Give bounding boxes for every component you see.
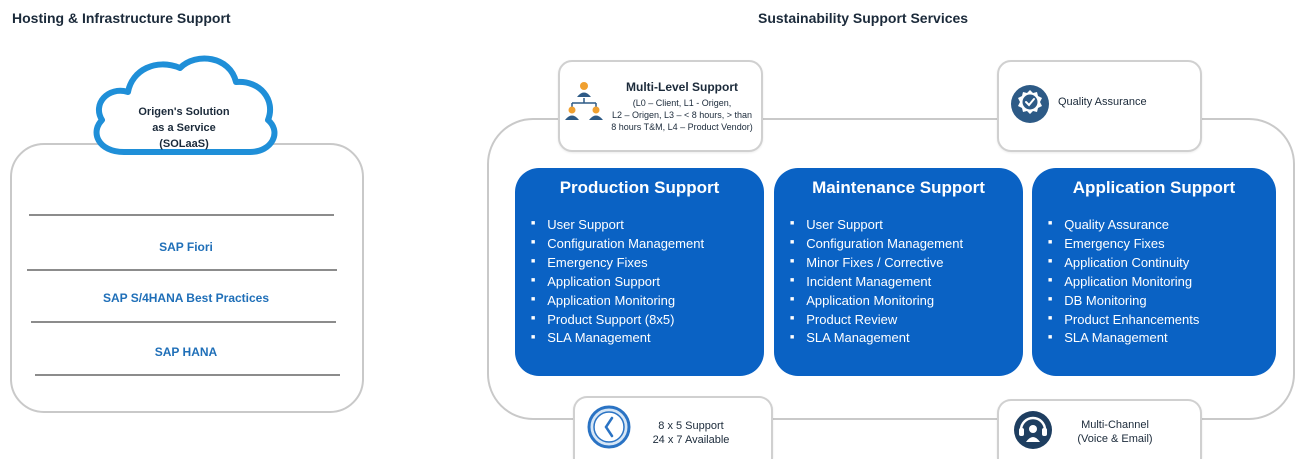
list-item: SLA Management: [531, 329, 764, 348]
hosting-stack-container: [10, 143, 364, 413]
hours-support-text: 8 x 5 Support 24 x 7 Available: [636, 419, 746, 447]
list-item: Configuration Management: [531, 235, 764, 254]
quality-badge-icon: [1011, 85, 1049, 123]
sustainability-section-title: Sustainability Support Services: [758, 10, 969, 26]
cloud-line-1: Origen's Solution: [138, 106, 230, 118]
list-item: Application Monitoring: [1048, 273, 1276, 292]
maintenance-support-title: Maintenance Support: [812, 178, 985, 197]
layer-sap-s4hana: SAP S/4HANA Best Practices: [102, 291, 270, 305]
maintenance-support-list: User Support Configuration Management Mi…: [774, 216, 1023, 348]
application-support-box: Application Support Quality Assurance Em…: [1032, 168, 1276, 376]
cloud-icon: [93, 55, 278, 155]
list-item: Application Continuity: [1048, 254, 1276, 273]
list-item: SLA Management: [1048, 329, 1276, 348]
list-item: Application Monitoring: [790, 292, 1023, 311]
channel-line-2: (Voice & Email): [1077, 433, 1153, 445]
quality-assurance-label: Quality Assurance: [1058, 96, 1147, 108]
hosting-section-title: Hosting & Infrastructure Support: [12, 10, 231, 26]
production-support-title: Production Support: [559, 178, 720, 197]
list-item: User Support: [790, 216, 1023, 235]
list-item: Application Monitoring: [531, 292, 764, 311]
multi-level-line-3: 8 hours T&M, L4 – Product Vendor): [611, 122, 753, 132]
multi-level-line-2: L2 – Origen, L3 – < 8 hours, > than: [611, 110, 753, 120]
multi-level-support-details: (L0 – Client, L1 - Origen, L2 – Origen, …: [598, 97, 766, 133]
multi-channel-card: [997, 399, 1202, 459]
multi-level-support-card: [558, 60, 763, 152]
support-agent-icon: [1014, 411, 1052, 449]
support-ring: [487, 118, 1295, 420]
layer-divider-3: [31, 321, 336, 323]
application-support-title: Application Support: [1072, 178, 1236, 197]
application-support-list: Quality Assurance Emergency Fixes Applic…: [1032, 216, 1276, 348]
list-item: Incident Management: [790, 273, 1023, 292]
list-item: Emergency Fixes: [531, 254, 764, 273]
layer-divider-1: [29, 214, 334, 216]
layer-divider-4: [35, 374, 340, 376]
multi-level-support-title: Multi-Level Support: [626, 80, 738, 94]
list-item: DB Monitoring: [1048, 292, 1276, 311]
cloud-line-2: as a Service: [152, 122, 216, 134]
list-item: SLA Management: [790, 329, 1023, 348]
production-support-box: Production Support User Support Configur…: [515, 168, 764, 376]
multi-level-line-1: (L0 – Client, L1 - Origen,: [632, 98, 732, 108]
layer-sap-fiori: SAP Fiori: [159, 240, 213, 254]
hours-line-2: 24 x 7 Available: [652, 434, 730, 446]
hierarchy-people-icon: [565, 82, 603, 120]
list-item: Minor Fixes / Corrective: [790, 254, 1023, 273]
production-support-list: User Support Configuration Management Em…: [515, 216, 764, 348]
clock-icon: [587, 405, 631, 449]
cloud-line-3: (SOLaaS): [159, 138, 209, 150]
list-item: Product Support (8x5): [531, 311, 764, 330]
list-item: Application Support: [531, 273, 764, 292]
list-item: Product Enhancements: [1048, 311, 1276, 330]
layer-sap-hana: SAP HANA: [154, 345, 218, 359]
channel-line-1: Multi-Channel: [1081, 419, 1149, 431]
list-item: Emergency Fixes: [1048, 235, 1276, 254]
maintenance-support-box: Maintenance Support User Support Configu…: [774, 168, 1023, 376]
multi-channel-text: Multi-Channel (Voice & Email): [1060, 418, 1170, 446]
list-item: User Support: [531, 216, 764, 235]
list-item: Quality Assurance: [1048, 216, 1276, 235]
cloud-label: Origen's Solution as a Service (SOLaaS): [124, 104, 244, 152]
layer-divider-2: [27, 269, 337, 271]
list-item: Configuration Management: [790, 235, 1023, 254]
list-item: Product Review: [790, 311, 1023, 330]
hours-line-1: 8 x 5 Support: [658, 420, 724, 432]
